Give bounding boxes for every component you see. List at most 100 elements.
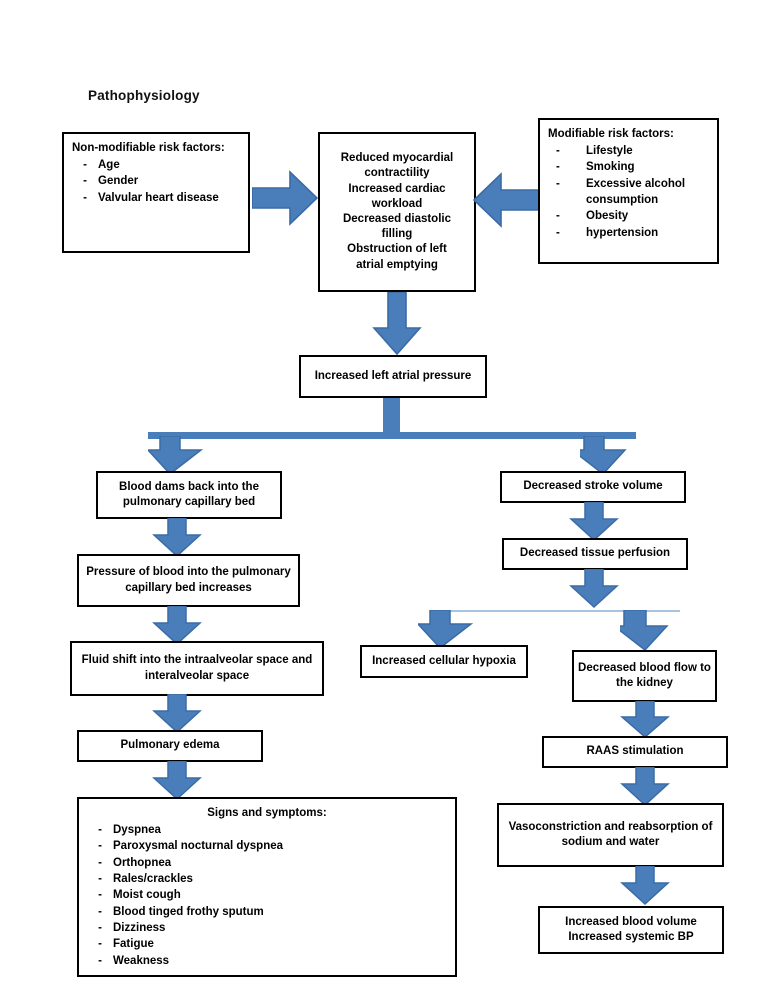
list-item-label: Fatigue (113, 938, 154, 951)
arrow-down-stroke-volume-to-perfusion (569, 502, 619, 542)
arrow-down-kidney-to-raas (620, 701, 670, 739)
cellular-hypoxia-text: Increased cellular hypoxia (372, 654, 516, 667)
arrow-right-non-modifiable-to-cardiac (252, 170, 318, 226)
list-item-label: Excessive alcohol consumption (586, 177, 686, 206)
list-item-label: Obesity (586, 210, 629, 223)
cardiac-effects-text: Reduced myocardial contractility Increas… (337, 151, 457, 272)
box-pulmonary-edema: Pulmonary edema (77, 730, 263, 762)
cardiac-line: Reduced myocardial (340, 152, 454, 165)
non-modifiable-list: - Age - Gender - Valvular heart disease (72, 157, 240, 206)
list-item-label: Smoking (586, 161, 635, 174)
bullet-dash: - (98, 938, 102, 951)
arrow-down-perfusion-to-split (569, 569, 619, 609)
vasoconstriction-text: Vasoconstriction and reabsorption of sod… (508, 820, 713, 848)
list-item-label: Rales/crackles (113, 872, 193, 885)
signs-symptoms-list: - Dyspnea - Paroxysmal nocturnal dyspnea… (87, 822, 447, 969)
box-pressure-increases: Pressure of blood into the pulmonary cap… (77, 554, 300, 607)
list-item-label: Blood tinged frothy sputum (113, 905, 264, 918)
list-item: - Weakness (87, 953, 447, 969)
box-increased-blood-volume: Increased blood volume Increased systemi… (538, 906, 724, 954)
connector-split-bar-main (148, 432, 636, 439)
blood-volume-text: Increased blood volume Increased systemi… (565, 915, 697, 943)
pressure-increases-text: Pressure of blood into the pulmonary cap… (86, 566, 291, 594)
cardiac-line: Decreased diastolic (342, 213, 451, 225)
bullet-dash: - (83, 191, 87, 204)
box-raas-stimulation: RAAS stimulation (542, 736, 728, 768)
arrow-down-blood-dams-to-pressure (152, 518, 202, 558)
list-item: - Rales/crackles (87, 871, 447, 887)
list-item: - Dizziness (87, 920, 447, 936)
box-decreased-stroke-volume: Decreased stroke volume (500, 471, 686, 503)
list-item-label: Dizziness (113, 921, 166, 934)
kidney-blood-flow-text: Decreased blood flow to the kidney (578, 661, 711, 689)
bullet-dash: - (556, 226, 560, 239)
box-cardiac-effects: Reduced myocardial contractility Increas… (318, 132, 476, 292)
bullet-dash: - (98, 840, 102, 853)
arrow-down-split-right (580, 436, 638, 476)
modifiable-header: Modifiable risk factors: (548, 128, 674, 140)
arrow-down-split-to-hypoxia (418, 610, 476, 650)
bullet-dash: - (98, 954, 102, 967)
list-item: - Dyspnea (87, 822, 447, 838)
box-decreased-tissue-perfusion: Decreased tissue perfusion (502, 538, 688, 570)
arrow-left-modifiable-to-cardiac (472, 172, 540, 228)
arrow-down-raas-to-vasoconstriction (620, 767, 670, 807)
list-item-label: Dyspnea (113, 823, 161, 836)
box-fluid-shift: Fluid shift into the intraalveolar space… (70, 641, 324, 696)
connector-stem-atrial-pressure (383, 398, 400, 434)
box-vasoconstriction: Vasoconstriction and reabsorption of sod… (497, 803, 724, 867)
list-item-label: Weakness (113, 954, 170, 967)
list-item: - Smoking (548, 159, 709, 175)
tissue-perfusion-text: Decreased tissue perfusion (519, 547, 671, 560)
box-modifiable-risk-factors: Modifiable risk factors: - Lifestyle - S… (538, 118, 719, 264)
cardiac-line: contractility (364, 167, 430, 180)
arrow-down-split-to-kidney (620, 610, 678, 652)
arrow-down-fluid-shift-to-edema (152, 694, 202, 734)
arrow-down-edema-to-symptoms (152, 761, 202, 801)
list-item-label: Lifestyle (586, 144, 633, 157)
bullet-dash: - (98, 872, 102, 885)
signs-symptoms-header: Signs and symptoms: (207, 807, 327, 819)
arrow-down-cardiac-to-atrial-pressure (372, 292, 422, 356)
list-item: - Valvular heart disease (72, 190, 240, 206)
bullet-dash: - (98, 856, 102, 869)
bullet-dash: - (98, 905, 102, 918)
list-item-label: Moist cough (113, 889, 181, 902)
list-item: - Blood tinged frothy sputum (87, 904, 447, 920)
list-item-label: Paroxysmal nocturnal dyspnea (113, 840, 284, 853)
raas-text: RAAS stimulation (586, 745, 684, 758)
list-item: - hypertension (548, 225, 709, 241)
cardiac-line: Obstruction of left (347, 243, 447, 256)
cardiac-line: atrial emptying (356, 258, 438, 271)
fluid-shift-text: Fluid shift into the intraalveolar space… (81, 654, 313, 682)
page-title: Pathophysiology (88, 88, 200, 103)
cardiac-line: filling (381, 228, 413, 241)
bullet-dash: - (98, 889, 102, 902)
bullet-dash: - (98, 921, 102, 934)
list-item-label: hypertension (586, 226, 659, 239)
pulmonary-edema-text: Pulmonary edema (120, 739, 220, 752)
arrow-down-vasoconstriction-to-blood-volume (620, 866, 670, 906)
bullet-dash: - (83, 175, 87, 188)
left-atrial-pressure-text: Increased left atrial pressure (314, 369, 472, 382)
arrow-down-split-left (148, 436, 206, 476)
list-item-label: Orthopnea (113, 856, 172, 869)
box-increased-cellular-hypoxia: Increased cellular hypoxia (360, 645, 528, 678)
cardiac-line: workload (371, 197, 423, 210)
cardiac-line: Increased cardiac (348, 182, 446, 195)
list-item: - Excessive alcohol consumption (548, 176, 709, 209)
bullet-dash: - (556, 144, 560, 157)
list-item: - Lifestyle (548, 143, 709, 159)
list-item: - Obesity (548, 208, 709, 224)
bullet-dash: - (556, 177, 560, 190)
box-decreased-kidney-blood-flow: Decreased blood flow to the kidney (572, 650, 717, 702)
box-non-modifiable-risk-factors: Non-modifiable risk factors: - Age - Gen… (62, 132, 250, 253)
list-item: - Orthopnea (87, 855, 447, 871)
list-item-label: Valvular heart disease (98, 191, 219, 204)
list-item-label: Age (98, 158, 120, 171)
box-signs-and-symptoms: Signs and symptoms: - Dyspnea - Paroxysm… (77, 797, 457, 977)
list-item: - Moist cough (87, 887, 447, 903)
blood-dams-text: Blood dams back into the pulmonary capil… (119, 480, 259, 508)
connector-split-bar-secondary (430, 610, 680, 612)
